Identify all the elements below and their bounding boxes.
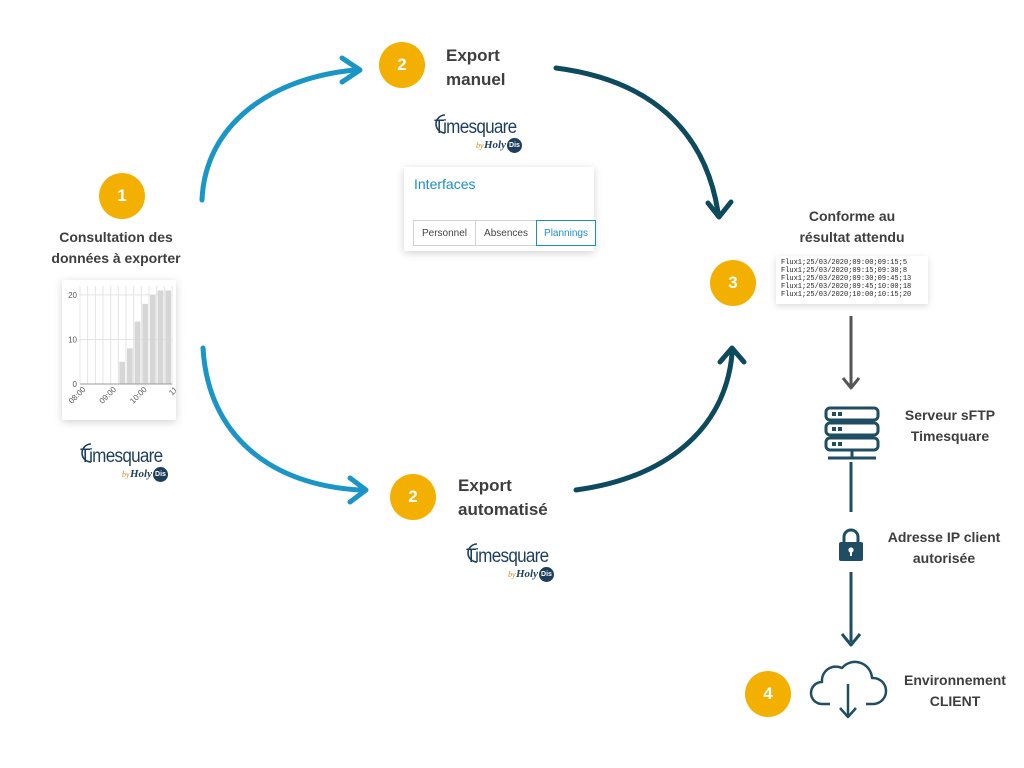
cloud-download-icon <box>809 660 888 719</box>
chart-bar <box>165 290 171 384</box>
timesquare-logo: Timesquare by Holy Dis <box>74 440 174 490</box>
interfaces-card: Interfaces Personnel Absences Plannings <box>404 167 596 251</box>
export-line: Flux1;25/03/2020;09:30;09:45;13 <box>781 275 912 283</box>
server-label: Serveur sFTP Timesquare <box>890 405 1010 447</box>
chart-x-tick-label: 10:00 <box>128 385 149 406</box>
logo-badge: Dis <box>507 138 522 153</box>
logo-text: Timesquare <box>434 117 517 138</box>
step-1-label-line2: données à exporter <box>51 250 181 266</box>
export-line: Flux1;25/03/2020;09:45;10:00;18 <box>781 283 912 291</box>
chart-y-tick-label: 20 <box>68 291 77 300</box>
logo-by: by <box>476 141 484 150</box>
timesquare-logo: Timesquare by Holy Dis <box>428 111 528 161</box>
chart-bar <box>150 294 156 384</box>
timesquare-logo: Timesquare by Holy Dis <box>460 540 560 590</box>
tab-plannings[interactable]: Plannings <box>536 220 596 246</box>
step-3-badge: 3 <box>710 260 756 306</box>
arrowhead-auto-to-result <box>717 345 747 365</box>
export-auto-label: Export automatisé <box>458 474 548 522</box>
lock-label-line2: autorisée <box>912 550 976 566</box>
chart-bar <box>157 290 164 384</box>
logo-badge: Dis <box>539 567 554 582</box>
step-3-label-line2: résultat attendu <box>799 229 905 245</box>
logo-arc-icon <box>435 114 446 134</box>
export-auto-line2: automatisé <box>458 500 548 519</box>
logo-holy: Holy <box>484 139 506 151</box>
chart-bar <box>127 348 133 384</box>
server-icon <box>824 406 880 460</box>
server-label-line1: Serveur sFTP <box>904 407 996 423</box>
export-file-preview: Flux1;25/03/2020;09:00;09:15;5 Flux1;25/… <box>776 256 928 304</box>
arrowhead-export-manuel <box>339 55 363 85</box>
arrowhead-export-auto <box>347 475 369 505</box>
step-4-badge: 4 <box>745 671 791 717</box>
lock-label-line1: Adresse IP client <box>887 529 1001 545</box>
chart-x-tick-label: 08:00 <box>67 385 88 406</box>
arrow-to-export-auto <box>200 345 363 493</box>
step-1-badge: 1 <box>99 173 145 219</box>
interfaces-tabs: Personnel Absences Plannings <box>413 220 596 246</box>
export-line: Flux1;25/03/2020;09:00;09:15;5 <box>781 259 908 267</box>
arrow-manuel-to-result <box>553 65 721 215</box>
lock-label: Adresse IP client autorisée <box>874 527 1014 569</box>
arrowhead-manuel-to-result <box>705 199 734 220</box>
logo-holy: Holy <box>516 568 538 580</box>
step-2-manual-badge: 2 <box>379 42 425 88</box>
logo-badge: Dis <box>153 467 168 482</box>
step-2-auto-badge: 2 <box>390 474 436 520</box>
export-auto-line1: Export <box>458 476 512 495</box>
logo-arc-icon <box>81 443 92 463</box>
step-3-label-line1: Conforme au <box>808 208 896 224</box>
logo-text: Timesquare <box>466 546 549 567</box>
chart-bar <box>142 303 148 384</box>
arrow-auto-to-result <box>573 351 735 493</box>
data-chart-card: 0 10 20 08:00 09:00 10:00 11 <box>62 280 180 420</box>
logo-arc-icon <box>467 543 478 563</box>
step-1-label-line1: Consultation des <box>59 229 173 245</box>
logo-by: by <box>508 570 516 579</box>
chart-y-tick-label: 10 <box>68 335 77 344</box>
step-4-label-line1: Environnement <box>904 672 1006 688</box>
chart-bar <box>134 321 141 384</box>
export-line: Flux1;25/03/2020;09:15;09:30;8 <box>781 267 908 275</box>
arrow-to-export-manuel <box>199 67 358 203</box>
chart-bar <box>119 361 125 384</box>
interfaces-title: Interfaces <box>414 176 476 192</box>
bar-chart: 0 10 20 08:00 09:00 10:00 11 <box>67 286 180 406</box>
arrowhead-result-to-server <box>841 377 861 390</box>
export-manuel-line1: Export <box>446 46 500 65</box>
chart-y-tick-label: 0 <box>73 380 78 389</box>
step-1-label: Consultation des données à exporter <box>36 227 196 269</box>
step-3-label: Conforme au résultat attendu <box>776 206 928 248</box>
export-manuel-line2: manuel <box>446 70 506 89</box>
lock-icon <box>839 528 863 561</box>
step-4-label: Environnement CLIENT <box>895 670 1015 712</box>
logo-text: Timesquare <box>80 446 163 467</box>
tab-personnel[interactable]: Personnel <box>413 220 476 246</box>
arrowhead-lock-to-cloud <box>840 633 862 647</box>
export-line: Flux1;25/03/2020;10:00;10:15;20 <box>781 291 912 299</box>
logo-holy: Holy <box>130 468 152 480</box>
step-4-label-line2: CLIENT <box>929 693 981 709</box>
chart-x-tick-label: 11 <box>167 385 176 398</box>
tab-absences[interactable]: Absences <box>475 220 537 246</box>
chart-x-tick-label: 09:00 <box>98 385 119 406</box>
logo-by: by <box>122 470 130 479</box>
server-label-line2: Timesquare <box>910 428 990 444</box>
export-manuel-label: Export manuel <box>446 44 506 92</box>
